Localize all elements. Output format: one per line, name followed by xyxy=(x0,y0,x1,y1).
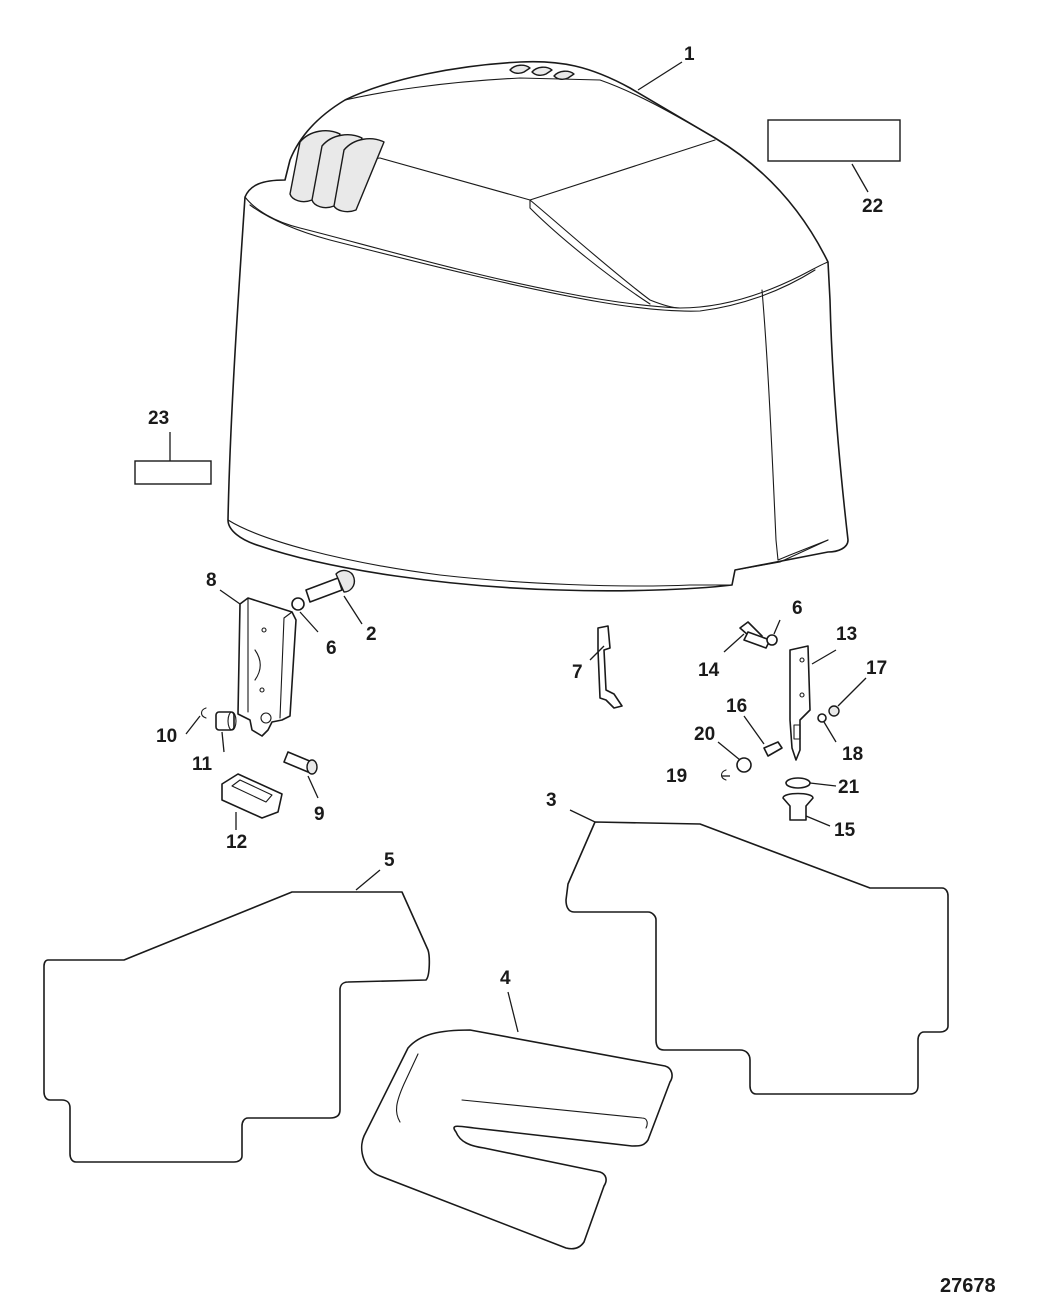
pin-9 xyxy=(283,751,318,775)
callout-8: 8 xyxy=(206,570,217,591)
callout-15: 15 xyxy=(834,820,856,841)
callout-19: 19 xyxy=(666,766,687,787)
callout-9: 9 xyxy=(314,804,325,825)
left-bracket xyxy=(237,597,297,737)
washer-18 xyxy=(817,713,827,723)
callout-6-right: 6 xyxy=(792,598,803,619)
figure-number: 27678 xyxy=(940,1275,996,1297)
washer-21 xyxy=(785,777,811,789)
callout-4: 4 xyxy=(500,968,511,989)
bolt-2 xyxy=(305,569,356,603)
callout-11: 11 xyxy=(192,754,213,775)
callout-13: 13 xyxy=(836,624,857,645)
decal-22 xyxy=(767,119,901,162)
panel-3 xyxy=(565,821,949,1095)
callout-5: 5 xyxy=(384,850,395,871)
callout-14: 14 xyxy=(698,660,720,681)
panel-5 xyxy=(43,891,431,1163)
callout-6-left: 6 xyxy=(326,638,337,659)
retainer-10 xyxy=(200,707,207,719)
right-bracket xyxy=(789,645,811,761)
bushing-11 xyxy=(215,711,237,731)
callout-18: 18 xyxy=(842,744,863,765)
callout-16: 16 xyxy=(726,696,747,717)
callout-12: 12 xyxy=(226,832,247,853)
washer-6-right xyxy=(766,634,778,646)
u-seal-4 xyxy=(360,1029,673,1250)
callout-10: 10 xyxy=(156,726,177,747)
callout-3: 3 xyxy=(546,790,557,811)
stud-16 xyxy=(763,741,783,757)
decal-23 xyxy=(134,460,212,485)
callout-17: 17 xyxy=(866,658,887,679)
callout-labels: 1 22 23 8 2 6 7 6 13 14 17 16 20 18 19 2… xyxy=(148,44,996,1297)
pad-12 xyxy=(221,773,283,819)
callout-7: 7 xyxy=(572,662,583,683)
callout-2: 2 xyxy=(366,624,377,645)
nut-17 xyxy=(828,705,840,717)
top-cowl xyxy=(227,60,849,592)
retainer-19 xyxy=(720,769,727,781)
bolt-14 xyxy=(739,621,771,649)
callout-23: 23 xyxy=(148,408,169,429)
callout-20: 20 xyxy=(694,724,715,745)
spacer-20 xyxy=(736,757,752,773)
callout-21: 21 xyxy=(838,777,860,798)
grommet-15 xyxy=(782,792,814,821)
clip-7 xyxy=(597,625,623,709)
callout-22: 22 xyxy=(862,196,883,217)
lockwasher-6-left xyxy=(291,597,305,611)
callout-1: 1 xyxy=(684,44,695,65)
leader-lines xyxy=(169,61,869,1033)
